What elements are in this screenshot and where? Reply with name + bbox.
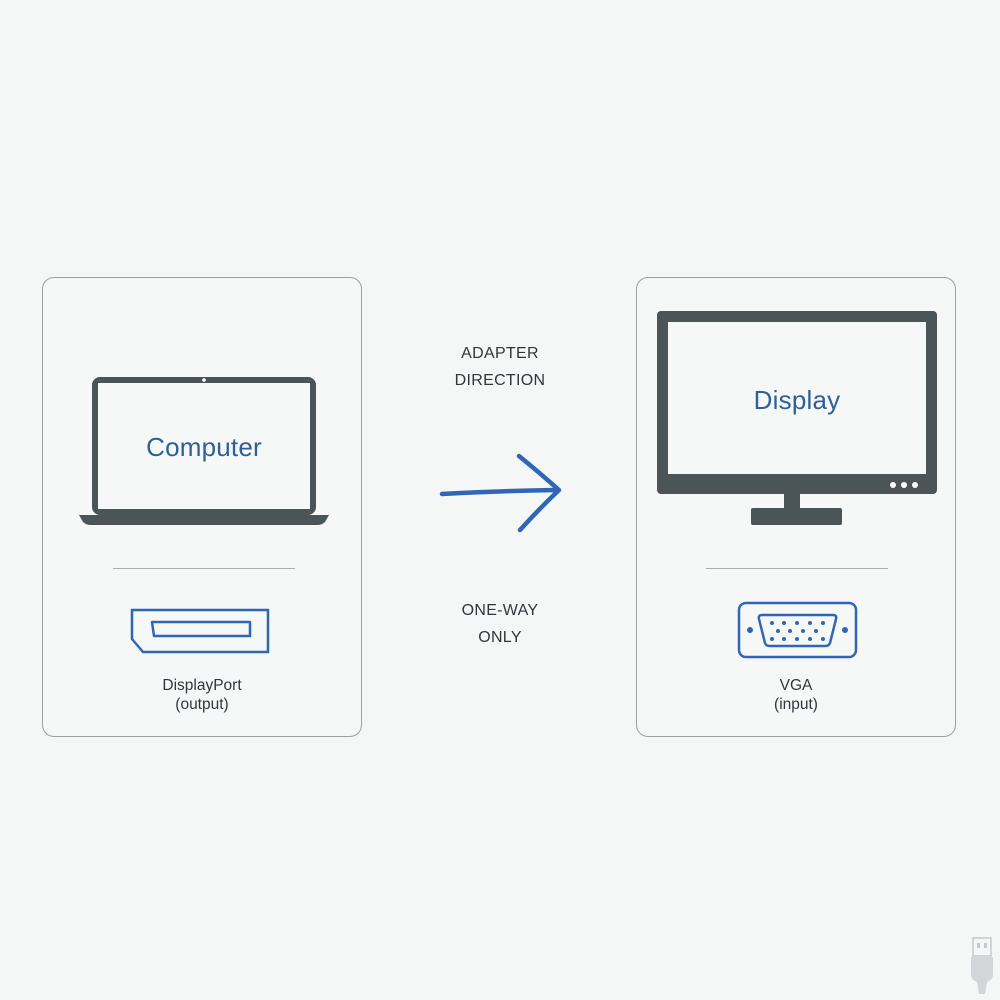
label-line: DIRECTION [454, 372, 546, 389]
monitor-icon [657, 311, 937, 525]
port-name: DisplayPort [162, 677, 242, 694]
label-line: ADAPTER [461, 345, 539, 362]
port-name: VGA [779, 677, 813, 694]
label-line: ONE-WAY [461, 602, 539, 619]
port-role: (input) [774, 696, 818, 713]
divider [706, 568, 888, 569]
adapter-direction-label: ADAPTER DIRECTION [400, 340, 600, 394]
laptop-icon [79, 377, 329, 525]
vga-connector-icon [737, 601, 858, 659]
source-card: Computer DisplayPort (output) [42, 277, 362, 737]
computer-label: Computer [146, 432, 262, 462]
display-label: Display [753, 385, 841, 415]
source-port-label: DisplayPort (output) [43, 676, 361, 714]
label-line: ONLY [478, 629, 522, 646]
target-port-label: VGA (input) [637, 676, 955, 714]
target-card: Display VGA (input) [636, 277, 956, 737]
divider [113, 568, 295, 569]
displayport-connector-icon [130, 608, 270, 654]
port-role: (output) [175, 696, 229, 713]
one-way-label: ONE-WAY ONLY [400, 597, 600, 651]
usb-plug-icon [971, 937, 993, 994]
arrow-right-icon [439, 453, 562, 533]
